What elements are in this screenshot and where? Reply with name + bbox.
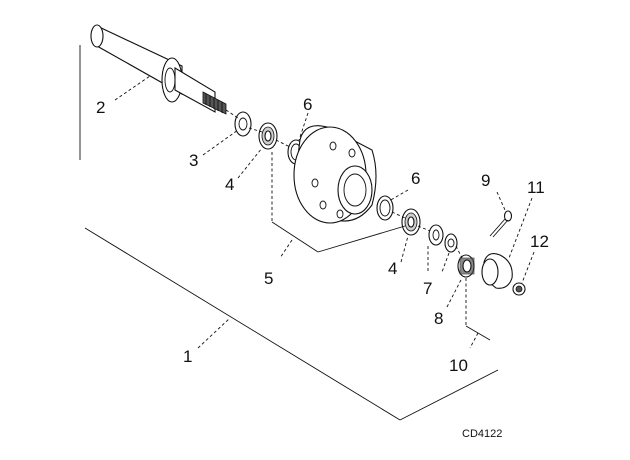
frame-line-right <box>399 369 499 421</box>
callout-7: 7 <box>423 279 432 298</box>
leader-8 <box>446 277 463 308</box>
seal-3 <box>234 111 252 137</box>
cotter-pin-9 <box>489 210 513 238</box>
frame-line-bottom <box>84 227 401 421</box>
spindle-shaft <box>90 24 227 115</box>
bracket-7-right <box>441 252 450 273</box>
callout-4-inner: 4 <box>225 175 234 194</box>
callout-5: 5 <box>264 269 273 288</box>
leader-10 <box>469 332 479 349</box>
bracket-5-bottom <box>271 221 319 253</box>
callout-4-outer: 4 <box>388 259 397 278</box>
dust-cap-11 <box>481 253 513 289</box>
leader-12 <box>521 251 535 284</box>
callout-3: 3 <box>189 151 198 170</box>
bearing-4-outer <box>401 208 421 236</box>
leader-6-inner <box>298 112 309 141</box>
castle-nut-8 <box>457 254 475 278</box>
callout-12: 12 <box>530 232 549 251</box>
callout-11: 11 <box>527 178 545 197</box>
grease-fitting-12 <box>512 282 526 296</box>
callout-6-outer: 6 <box>411 169 420 188</box>
bearing-4-inner <box>258 122 278 150</box>
figure-code: CD4122 <box>462 428 502 440</box>
callout-1: 1 <box>183 347 192 366</box>
washer-7 <box>428 224 444 246</box>
leader-1 <box>197 317 231 349</box>
leader-11 <box>508 197 533 259</box>
leader-2 <box>114 75 151 101</box>
callout-2: 2 <box>96 98 105 117</box>
callout-6-inner: 6 <box>303 95 312 114</box>
cup-6-outer <box>376 195 394 221</box>
leader-4-inner <box>237 147 263 179</box>
leader-9 <box>496 191 506 211</box>
leader-6-outer <box>388 189 409 202</box>
callout-8: 8 <box>434 309 443 328</box>
hub-5 <box>293 125 377 224</box>
nut-7 <box>444 233 458 253</box>
callout-9: 9 <box>481 171 490 190</box>
leader-3 <box>202 129 239 156</box>
callout-10: 10 <box>449 356 468 375</box>
leader-4-outer <box>400 235 409 263</box>
leader-5 <box>279 239 293 259</box>
bracket-5-right <box>317 225 406 253</box>
